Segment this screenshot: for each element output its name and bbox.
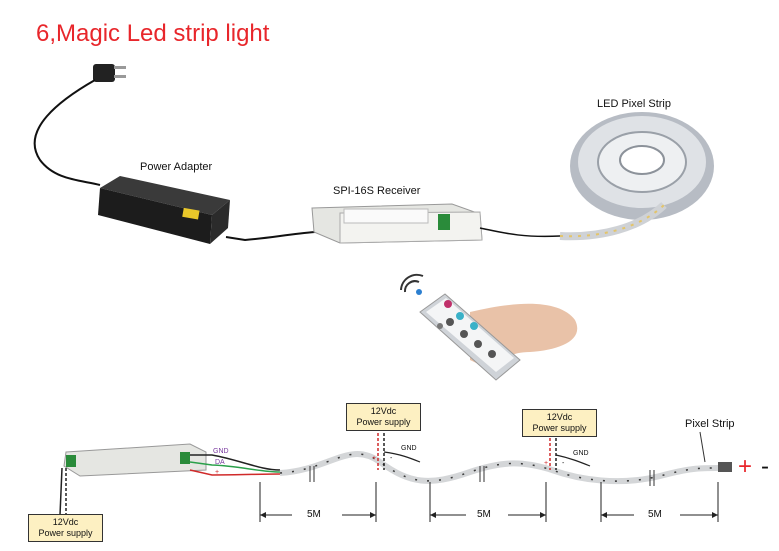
remote-hand-icon (400, 273, 578, 381)
supply-box-text: Power supply (532, 423, 587, 433)
receiver-icon (311, 203, 561, 244)
page-title: 6,Magic Led strip light (36, 20, 270, 47)
supply-box-text: Power supply (356, 417, 411, 427)
segment-length-label: 5M (648, 509, 662, 520)
plus-sign: + (738, 453, 753, 480)
minus-label: - (390, 455, 393, 462)
supply-box: 12Vdc Power supply (522, 409, 597, 437)
plus-label: + (215, 469, 220, 476)
gnd-label: GND (401, 445, 417, 452)
gnd-label: GND (213, 448, 229, 455)
bottom-receiver-icon (63, 443, 207, 477)
plus-label: + (372, 455, 377, 462)
minus-sign: - (761, 453, 769, 480)
led-pixel-strip-label: LED Pixel Strip (597, 98, 671, 110)
power-adapter-label: Power Adapter (140, 161, 213, 173)
plus-label: + (544, 460, 549, 467)
segment-length-label: 5M (477, 509, 491, 520)
supply-box: 12Vdc Power supply (346, 403, 421, 431)
supply-box-voltage: 12Vdc (370, 406, 397, 416)
supply-box-voltage: 12Vdc (52, 517, 79, 527)
gnd-label: GND (573, 450, 589, 457)
led-reel-icon (559, 112, 714, 241)
supply-box-voltage: 12Vdc (546, 412, 573, 422)
segment-length-label: 5M (307, 509, 321, 520)
power-adapter-icon (98, 176, 316, 244)
da-label: DA (215, 459, 225, 466)
supply-box: 12Vdc Power supply (28, 514, 103, 542)
supply-box-text: Power supply (38, 528, 93, 538)
plug-icon (33, 64, 126, 186)
minus-label: - (562, 460, 565, 467)
pixel-strip-label: Pixel Strip (685, 418, 735, 430)
receiver-label: SPI-16S Receiver (333, 185, 421, 197)
